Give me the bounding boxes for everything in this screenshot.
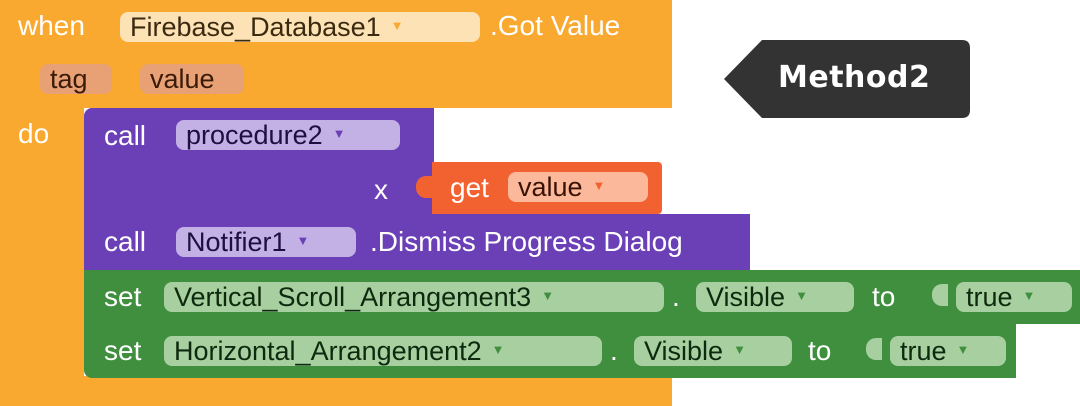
call-keyword: call <box>104 226 147 257</box>
call-procedure-block[interactable]: call procedure2 ▼ x <box>84 108 434 216</box>
get-variable-block[interactable]: get value ▼ <box>432 162 662 214</box>
call-notifier-block[interactable]: call Notifier1 ▼ .Dismiss Progress Dialog <box>84 214 750 270</box>
event-block-left-rail <box>0 100 84 406</box>
tooltip-shape <box>724 40 970 118</box>
true-value-block[interactable]: true ▼ <box>946 270 1080 324</box>
component-name: Vertical_Scroll_Arrangement3 <box>174 282 532 312</box>
dropdown-arrow-icon[interactable]: ▼ <box>332 125 346 141</box>
method-tooltip: Method2 <box>724 40 970 118</box>
to-keyword: to <box>808 335 832 366</box>
get-block-plug <box>416 176 434 198</box>
dot-separator: . <box>672 281 680 312</box>
true-value-block[interactable]: true ▼ <box>880 324 1016 378</box>
notifier-component-name: Notifier1 <box>186 227 287 257</box>
set-vertical-scroll-block[interactable]: set Vertical_Scroll_Arrangement3 ▼ . Visi… <box>84 270 946 324</box>
procedure-dropdown[interactable]: procedure2 ▼ <box>176 120 400 150</box>
dropdown-arrow-icon[interactable]: ▼ <box>795 287 808 303</box>
property-name: Visible <box>706 282 786 312</box>
dropdown-arrow-icon[interactable]: ▼ <box>956 341 970 357</box>
boolean-dropdown[interactable]: true ▼ <box>890 336 1006 366</box>
call-keyword: call <box>104 120 147 151</box>
dropdown-arrow-icon[interactable]: ▼ <box>1022 287 1036 303</box>
property-dropdown[interactable]: Visible ▼ <box>634 336 792 366</box>
component-dropdown[interactable]: Firebase_Database1 ▼ <box>120 12 480 42</box>
property-dropdown[interactable]: Visible ▼ <box>696 282 854 312</box>
variable-name: value <box>518 172 583 202</box>
dot-separator: . <box>610 335 618 366</box>
arg-name-x: x <box>374 174 388 205</box>
procedure-name: procedure2 <box>186 120 323 150</box>
dropdown-arrow-icon[interactable]: ▼ <box>592 177 606 193</box>
variable-dropdown[interactable]: value ▼ <box>508 172 648 202</box>
param-value[interactable]: value <box>140 64 244 94</box>
property-name: Visible <box>644 336 724 366</box>
component-name: Horizontal_Arrangement2 <box>174 336 482 366</box>
component-dropdown[interactable]: Horizontal_Arrangement2 ▼ <box>164 336 602 366</box>
event-block-firebase-got-value[interactable]: when Firebase_Database1▼ .Got Value tag … <box>0 0 672 406</box>
method-name: .Dismiss Progress Dialog <box>370 226 683 257</box>
value-socket-notch <box>866 338 882 360</box>
event-name: .Got Value <box>490 10 621 41</box>
dropdown-arrow-icon[interactable]: ▼ <box>390 17 404 33</box>
set-keyword: set <box>104 335 142 366</box>
event-block-footer <box>0 376 672 406</box>
notifier-dropdown[interactable]: Notifier1 ▼ <box>176 227 356 257</box>
when-keyword: when <box>18 10 85 41</box>
dropdown-arrow-icon[interactable]: ▼ <box>733 341 746 357</box>
to-keyword: to <box>872 281 896 312</box>
value-socket-notch <box>932 284 948 306</box>
set-horizontal-block[interactable]: set Horizontal_Arrangement2▼ . Visible▼ … <box>84 324 880 378</box>
dropdown-arrow-icon[interactable]: ▼ <box>491 341 505 357</box>
get-keyword: get <box>450 172 489 203</box>
boolean-value: true <box>966 282 1013 312</box>
param-tag-label: tag <box>50 64 88 94</box>
component-dropdown[interactable]: Vertical_Scroll_Arrangement3 ▼ <box>164 282 664 312</box>
component-name: Firebase_Database1 <box>130 12 381 42</box>
do-keyword: do <box>18 118 50 149</box>
param-tag[interactable]: tag <box>40 64 112 94</box>
boolean-value: true <box>900 336 947 366</box>
param-value-label: value <box>150 64 215 94</box>
boolean-dropdown[interactable]: true ▼ <box>956 282 1072 312</box>
set-keyword: set <box>104 281 142 312</box>
tooltip-label: Method2 <box>778 60 931 95</box>
dropdown-arrow-icon[interactable]: ▼ <box>541 287 555 303</box>
dropdown-arrow-icon[interactable]: ▼ <box>296 232 310 248</box>
